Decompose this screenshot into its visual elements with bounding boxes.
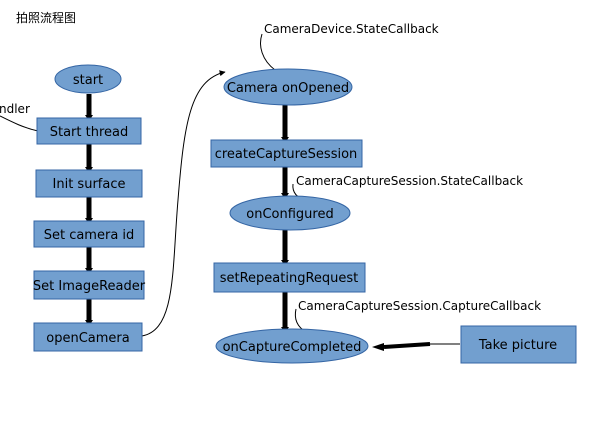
node-set-camera-id-label: Set camera id <box>44 228 135 243</box>
edge-opencamera-to-onopened <box>141 70 226 337</box>
node-camera-on-opened: Camera onOpened <box>223 68 353 106</box>
callout-session-state-callback: CameraCaptureSession.StateCallback <box>296 174 523 188</box>
node-init-surface-label: Init surface <box>53 177 126 192</box>
node-start: start <box>54 64 122 94</box>
node-on-configured-label: onConfigured <box>246 207 333 222</box>
node-set-image-reader-label: Set ImageReader <box>33 279 146 294</box>
callout-state-callback: CameraDevice.StateCallback <box>264 22 439 36</box>
node-take-picture-label: Take picture <box>478 338 557 353</box>
node-create-capture-session: createCaptureSession <box>210 139 363 168</box>
leader-handler <box>0 115 39 132</box>
node-set-repeating-request: setRepeatingRequest <box>213 262 366 293</box>
node-open-camera-label: openCamera <box>46 331 129 346</box>
node-start-thread-label: Start thread <box>50 125 129 140</box>
node-set-image-reader: Set ImageReader <box>33 270 146 300</box>
callout-handler: ndler <box>0 102 30 116</box>
callout-capture-callback: CameraCaptureSession.CaptureCallback <box>298 299 541 313</box>
node-start-label: start <box>73 73 103 88</box>
leader-state-callback <box>260 33 276 71</box>
edge-takepicture-to-capturecompleted <box>372 342 460 351</box>
node-camera-on-opened-label: Camera onOpened <box>227 81 349 96</box>
node-init-surface: Init surface <box>35 169 143 198</box>
node-on-configured: onConfigured <box>229 195 351 231</box>
node-open-camera: openCamera <box>33 322 143 352</box>
node-create-capture-session-label: createCaptureSession <box>215 147 358 162</box>
node-start-thread: Start thread <box>36 117 142 145</box>
node-set-repeating-request-label: setRepeatingRequest <box>220 271 359 286</box>
node-take-picture: Take picture <box>460 325 577 364</box>
node-set-camera-id: Set camera id <box>33 220 145 248</box>
diagram-title: 拍照流程图 <box>16 10 76 25</box>
node-on-capture-completed-label: onCaptureCompleted <box>223 340 362 355</box>
node-on-capture-completed: onCaptureCompleted <box>215 328 369 364</box>
